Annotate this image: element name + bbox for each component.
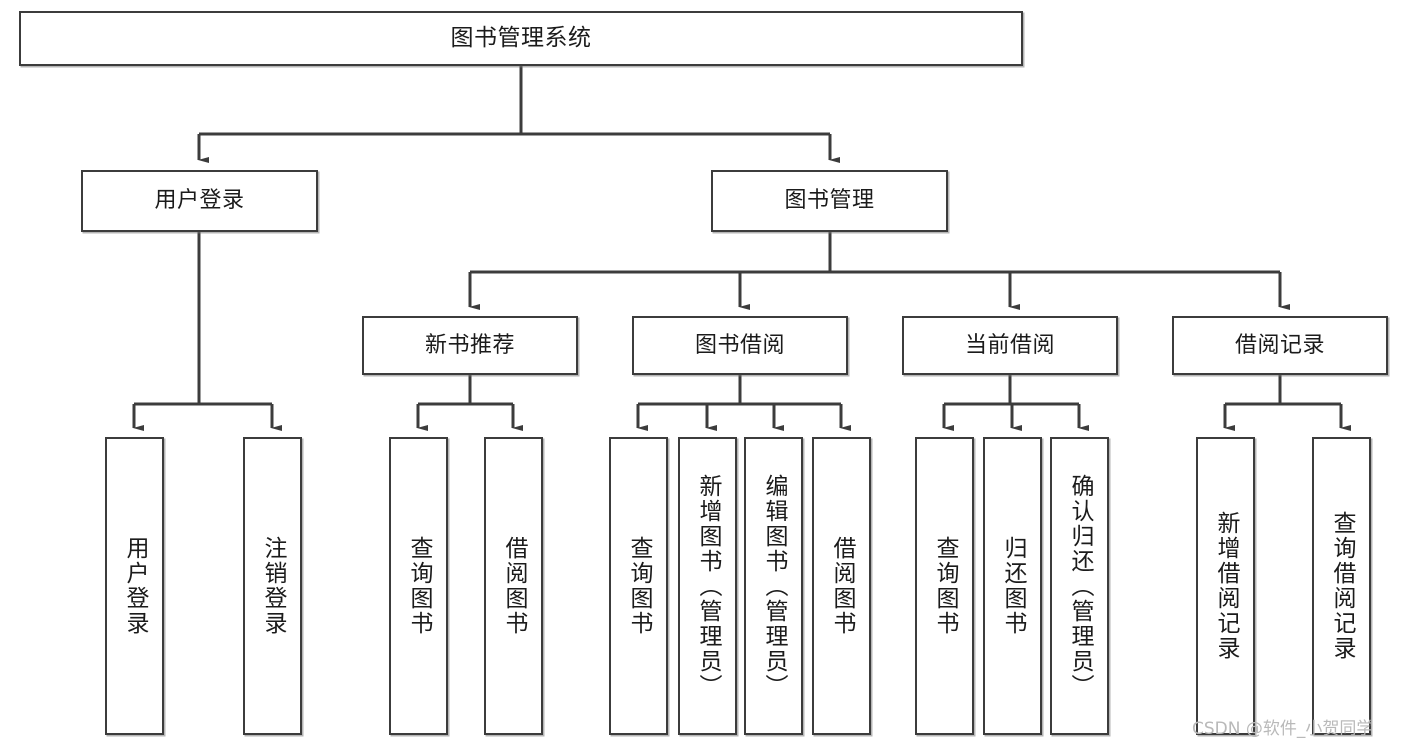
node-leaf-borrow-book-1[interactable]: 借阅图书 — [484, 437, 543, 735]
node-leaf-logout-login[interactable]: 注销登录 — [243, 437, 302, 735]
node-leaf-query-record-label: 查询借阅记录 — [1329, 511, 1355, 661]
node-book-management[interactable]: 图书管理 — [711, 170, 948, 232]
node-leaf-return-book-label: 归还图书 — [1000, 536, 1026, 636]
node-leaf-query-book-2[interactable]: 查询图书 — [609, 437, 668, 735]
node-leaf-query-book-3-label: 查询图书 — [932, 536, 958, 636]
node-leaf-user-login-label: 用户登录 — [122, 536, 148, 636]
node-book-borrow-label: 图书借阅 — [694, 332, 785, 358]
node-leaf-query-book-1-label: 查询图书 — [406, 536, 432, 636]
node-user-login[interactable]: 用户登录 — [81, 170, 318, 232]
node-book-management-label: 图书管理 — [784, 188, 875, 214]
node-leaf-query-book-2-label: 查询图书 — [626, 536, 652, 636]
node-new-book-recommend-label: 新书推荐 — [424, 332, 515, 358]
node-leaf-logout-login-label: 注销登录 — [260, 536, 286, 636]
node-leaf-confirm-return-label: 确认归还（管理员） — [1067, 473, 1093, 699]
node-leaf-borrow-book-2[interactable]: 借阅图书 — [812, 437, 871, 735]
node-current-borrow[interactable]: 当前借阅 — [902, 316, 1118, 375]
node-leaf-borrow-book-2-label: 借阅图书 — [829, 536, 855, 636]
node-leaf-query-book-3[interactable]: 查询图书 — [915, 437, 974, 735]
node-leaf-confirm-return[interactable]: 确认归还（管理员） — [1050, 437, 1109, 735]
node-leaf-user-login[interactable]: 用户登录 — [105, 437, 164, 735]
node-leaf-add-book[interactable]: 新增图书（管理员） — [678, 437, 737, 735]
node-user-login-label: 用户登录 — [154, 188, 245, 214]
node-leaf-return-book[interactable]: 归还图书 — [983, 437, 1042, 735]
node-leaf-add-book-label: 新增图书（管理员） — [695, 473, 721, 699]
node-borrow-record[interactable]: 借阅记录 — [1172, 316, 1388, 375]
node-leaf-edit-book-label: 编辑图书（管理员） — [761, 473, 787, 699]
node-new-book-recommend[interactable]: 新书推荐 — [362, 316, 578, 375]
node-borrow-record-label: 借阅记录 — [1234, 332, 1325, 358]
node-root-label: 图书管理系统 — [450, 25, 592, 52]
node-leaf-add-record-label: 新增借阅记录 — [1213, 511, 1239, 661]
node-leaf-borrow-book-1-label: 借阅图书 — [501, 536, 527, 636]
node-leaf-edit-book[interactable]: 编辑图书（管理员） — [744, 437, 803, 735]
node-leaf-query-book-1[interactable]: 查询图书 — [389, 437, 448, 735]
node-book-borrow[interactable]: 图书借阅 — [632, 316, 848, 375]
node-leaf-query-record[interactable]: 查询借阅记录 — [1312, 437, 1371, 735]
node-root[interactable]: 图书管理系统 — [19, 11, 1023, 66]
node-current-borrow-label: 当前借阅 — [964, 332, 1055, 358]
node-leaf-add-record[interactable]: 新增借阅记录 — [1196, 437, 1255, 735]
